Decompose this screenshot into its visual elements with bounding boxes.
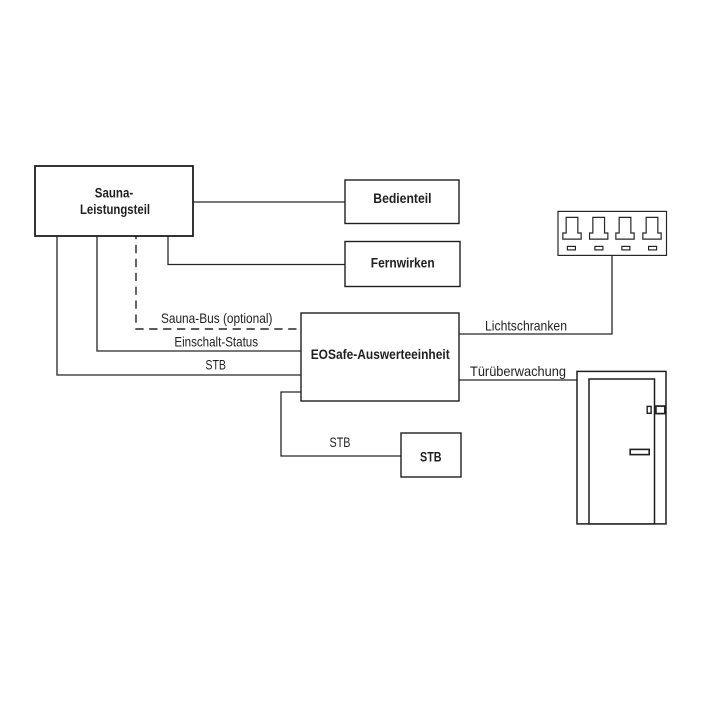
svg-text:Fernwirken: Fernwirken bbox=[371, 255, 435, 270]
svg-text:Sauna-Bus (optional): Sauna-Bus (optional) bbox=[161, 311, 273, 326]
svg-text:Einschalt-Status: Einschalt-Status bbox=[174, 335, 258, 350]
svg-text:Sauna-: Sauna- bbox=[95, 185, 133, 200]
svg-text:Leistungsteil: Leistungsteil bbox=[80, 202, 150, 217]
svg-text:EOSafe-Auswerteeinheit: EOSafe-Auswerteeinheit bbox=[311, 347, 450, 362]
svg-text:Lichtschranken: Lichtschranken bbox=[485, 319, 567, 334]
svg-text:STB: STB bbox=[330, 435, 351, 450]
svg-text:Bedienteil: Bedienteil bbox=[373, 191, 431, 206]
svg-text:STB: STB bbox=[420, 450, 442, 465]
svg-text:STB: STB bbox=[205, 358, 226, 373]
svg-text:Türüberwachung: Türüberwachung bbox=[470, 364, 566, 379]
